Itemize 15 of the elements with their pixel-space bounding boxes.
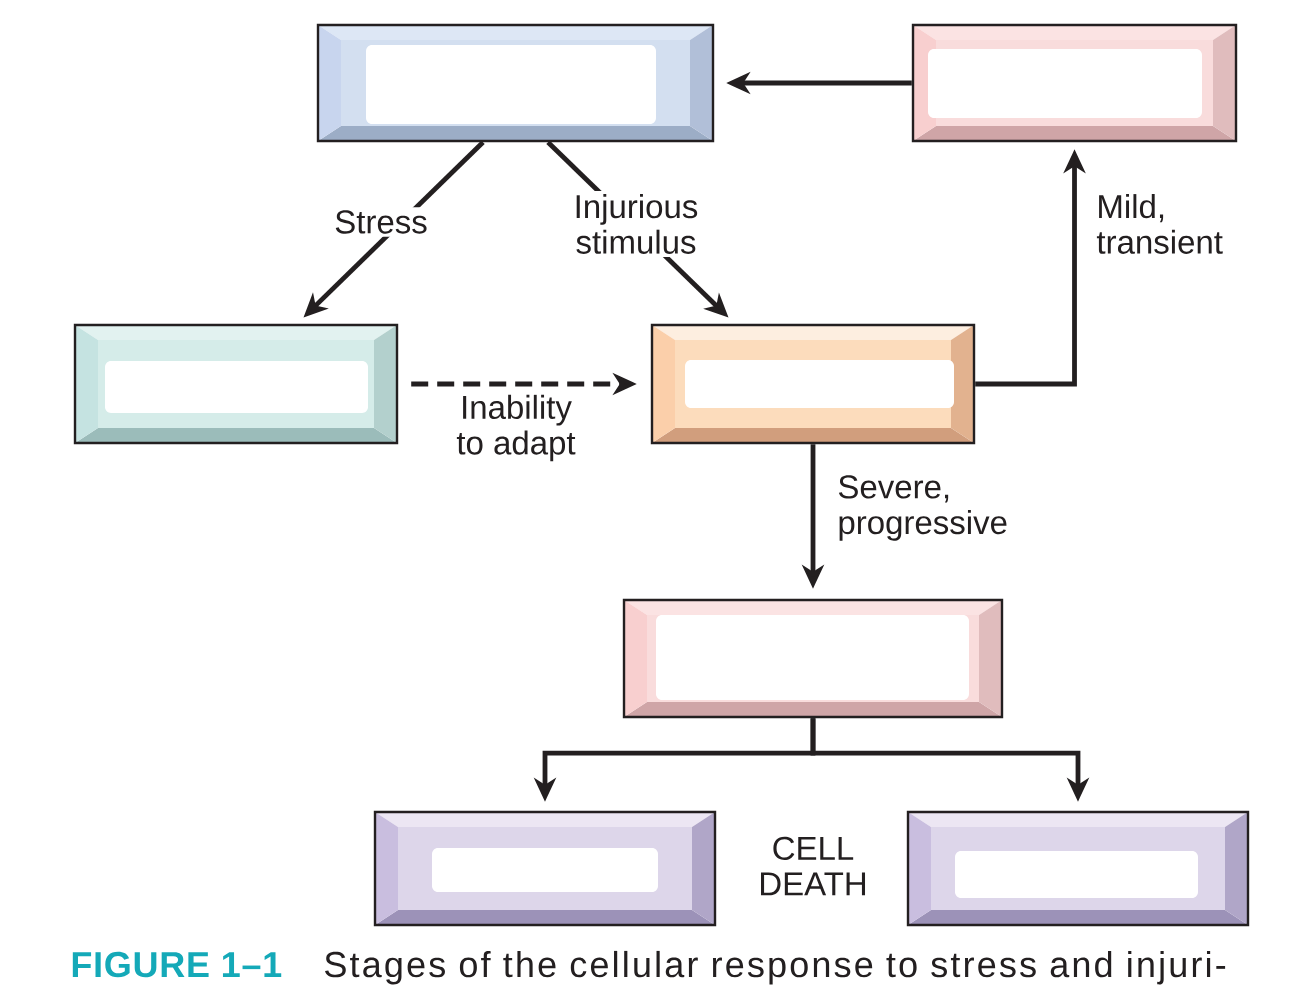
beveled-box bbox=[316, 23, 715, 143]
edge-label: Severe, progressive bbox=[838, 475, 1007, 541]
edge-label: Mild, transient bbox=[1096, 194, 1223, 254]
figure-number: FIGURE 1–1 bbox=[72, 951, 282, 978]
beveled-box bbox=[622, 598, 1004, 719]
beveled-box bbox=[906, 810, 1250, 927]
edge-label: Stress bbox=[331, 207, 431, 237]
beveled-box bbox=[73, 323, 399, 445]
beveled-box bbox=[373, 810, 717, 927]
group-label: CELL DEATH bbox=[761, 836, 865, 896]
beveled-box bbox=[650, 323, 976, 445]
beveled-box bbox=[911, 23, 1238, 143]
caption: Stages of the cellular response to stress and injuri- bbox=[325, 950, 1226, 985]
edge-label: Injurious stimulus bbox=[570, 191, 702, 257]
edge-label: Inability to adapt bbox=[456, 394, 576, 462]
